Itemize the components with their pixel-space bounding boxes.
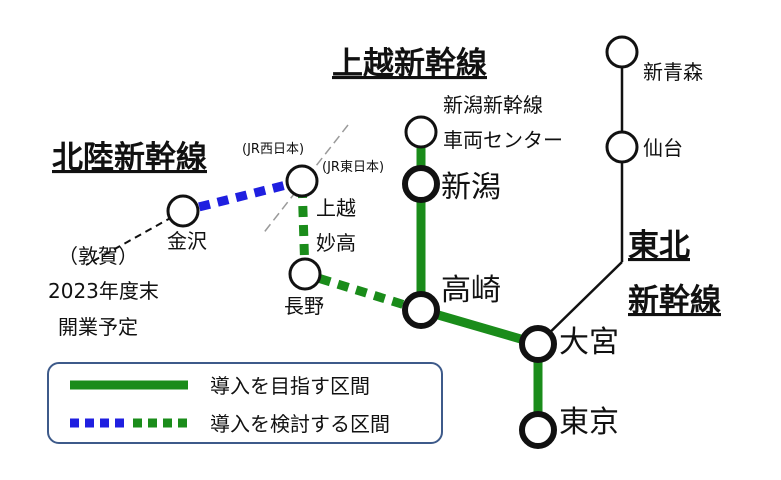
label-kanazawa: 金沢 <box>167 229 207 253</box>
station-shin-aomori <box>605 35 639 69</box>
hokuriku-track-joetsumyoko-kanazawa <box>181 176 304 216</box>
extension-note-line3: 開業予定 <box>58 315 138 339</box>
joetsu-line-title: 上越新幹線 <box>332 46 487 82</box>
label-niigata-depot-2: 車両センター <box>443 128 563 152</box>
label-takasaki: 高崎 <box>441 273 501 308</box>
station-nagano <box>288 257 322 291</box>
station-joetsu-myoko <box>285 164 319 198</box>
label-nagano: 長野 <box>284 294 324 318</box>
extension-note-line2: 2023年度末 <box>48 279 159 303</box>
legend-solid-label: 導入を目指す区間 <box>210 374 370 398</box>
station-omiya <box>519 325 557 363</box>
tohoku-track-to-omiya <box>537 261 623 345</box>
station-takasaki <box>402 291 440 329</box>
legend-dotted-label: 導入を検討する区間 <box>210 412 390 436</box>
jr-west-note: (JR西日本) <box>242 142 304 157</box>
label-niigata-depot-1: 新潟新幹線 <box>443 93 543 117</box>
jr-east-note: (JR東日本) <box>322 159 384 175</box>
station-niigata <box>402 165 440 203</box>
hokuriku-extension-track <box>85 210 184 266</box>
jr-company-boundary <box>261 124 349 236</box>
label-joetsu-myoko-2: 妙高 <box>316 231 356 255</box>
station-niigata-depot <box>404 115 438 149</box>
joetsu-track-takasaki-omiya <box>419 305 540 349</box>
station-sendai <box>605 130 639 164</box>
label-omiya: 大宮 <box>559 325 619 360</box>
label-sendai: 仙台 <box>643 136 683 160</box>
station-tokyo <box>519 411 557 449</box>
label-tokyo: 東京 <box>559 405 619 440</box>
station-kanazawa <box>166 194 200 228</box>
legend: 導入を目指す区間 導入を検討する区間 <box>47 362 443 444</box>
label-shin-aomori: 新青森 <box>643 60 703 84</box>
label-joetsu-myoko-1: 上越 <box>316 196 356 220</box>
label-niigata: 新潟 <box>441 170 501 205</box>
extension-note-line1: （敦賀） <box>58 244 138 268</box>
tohoku-line-title-2: 新幹線 <box>628 283 721 319</box>
hokuriku-line-title: 北陸新幹線 <box>52 140 207 176</box>
tohoku-line-title-1: 東北 <box>628 228 690 264</box>
hokuriku-track-takasaki-nagano <box>303 269 423 315</box>
